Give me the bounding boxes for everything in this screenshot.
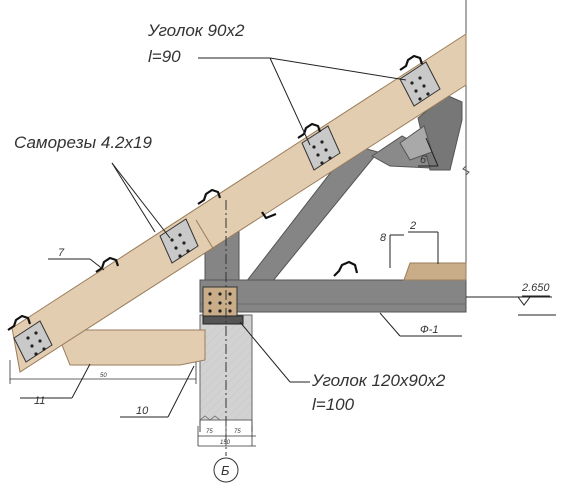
wood-beam-11 xyxy=(55,329,206,366)
leader-lines xyxy=(20,57,462,418)
plate-screw-joint xyxy=(159,218,199,264)
dimension-beam xyxy=(9,360,197,384)
elevation-marker xyxy=(466,295,556,316)
mark-11: 11 xyxy=(34,395,45,407)
callout-angle-120-line2: l=100 xyxy=(312,395,355,414)
wood-purlin-2 xyxy=(403,262,467,281)
dim-right-value: 75 xyxy=(234,429,241,435)
dimension-bottom xyxy=(197,426,256,447)
mark-10: 10 xyxy=(136,405,149,417)
edge-break-zigzag xyxy=(462,165,470,176)
elevation-value: 2.650 xyxy=(521,282,550,294)
mark-phi1: Ф-1 xyxy=(420,324,439,336)
plate-upper-rafter xyxy=(399,61,441,107)
plate-rafter-end xyxy=(13,320,53,363)
anchor-plate xyxy=(202,315,244,325)
axis-label: Б xyxy=(221,463,230,478)
mark-2: 2 xyxy=(409,220,416,232)
mark-8: 8 xyxy=(380,232,387,244)
roof-clips xyxy=(7,54,424,331)
dim-total-value: 150 xyxy=(220,440,231,446)
callout-angle-90-line1: Уголок 90х2 xyxy=(147,21,245,40)
rafter-joint-line xyxy=(195,219,215,251)
callout-angle-90-line2: l=90 xyxy=(148,47,181,66)
dim-beam-value: 50 xyxy=(100,373,107,379)
mark-6: 6 xyxy=(420,154,427,166)
mark-7: 7 xyxy=(58,247,65,259)
callout-angle-120-line1: Уголок 120х90х2 xyxy=(311,371,446,390)
callout-screws: Саморезы 4.2х19 xyxy=(14,133,152,152)
plate-column-node xyxy=(202,286,238,318)
wood-rafter xyxy=(11,33,467,373)
steel-horizontal-beam xyxy=(199,279,467,313)
dim-left-value: 75 xyxy=(206,429,213,435)
axis-bubble xyxy=(213,457,239,483)
